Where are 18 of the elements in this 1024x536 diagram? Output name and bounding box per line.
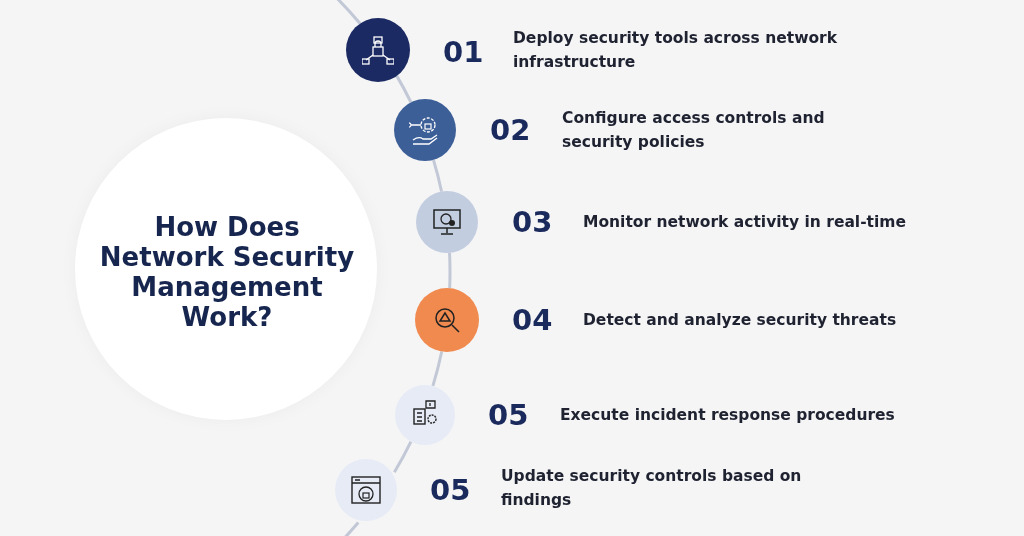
title: How Does Network Security Management Work? bbox=[98, 212, 356, 332]
connector-arc bbox=[393, 441, 413, 473]
step-number: 01 bbox=[443, 35, 484, 69]
connector-arc bbox=[432, 159, 443, 192]
step-description: Deploy security tools across network infrastructure bbox=[513, 28, 839, 73]
step-description: Configure access controls and security policies bbox=[562, 108, 826, 153]
connector-arc bbox=[395, 75, 413, 103]
step-number: 03 bbox=[512, 205, 553, 239]
step-number: 04 bbox=[512, 303, 553, 337]
step-description: Monitor network activity in real-time bbox=[583, 212, 907, 233]
connector-arc bbox=[431, 351, 444, 387]
connector-arc bbox=[448, 252, 452, 289]
step-number: 05 bbox=[430, 473, 471, 507]
step-number: 02 bbox=[490, 113, 531, 147]
step-number: 05 bbox=[488, 398, 529, 432]
step-description: Execute incident response procedures bbox=[560, 405, 896, 426]
step-description: Update security controls based on findings bbox=[501, 466, 803, 511]
step-description: Detect and analyze security threats bbox=[583, 310, 898, 331]
